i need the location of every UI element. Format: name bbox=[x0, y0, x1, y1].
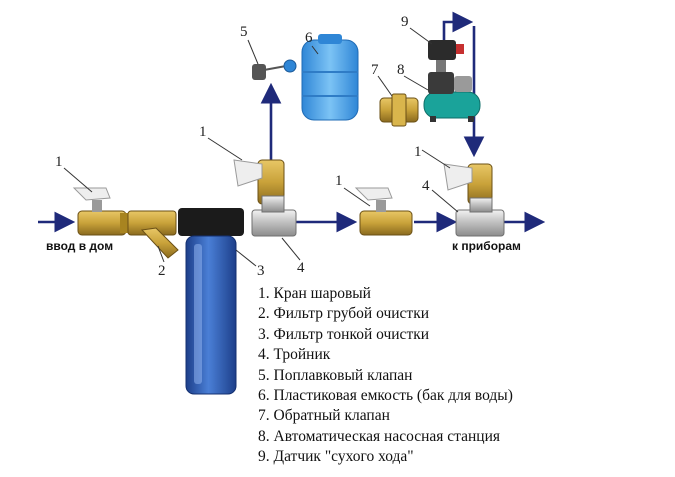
fine-filter-housing bbox=[178, 208, 244, 395]
callout-valve-left: 1 bbox=[55, 154, 63, 170]
callout-float-valve: 5 bbox=[240, 24, 248, 40]
callout-filter: 3 bbox=[257, 263, 265, 279]
callout-sensor: 9 bbox=[401, 14, 409, 30]
outlet-label: к приборам bbox=[452, 239, 521, 253]
dry-run-sensor bbox=[428, 40, 464, 72]
callout-strainer: 2 bbox=[158, 263, 166, 279]
leader-lines bbox=[63, 27, 459, 267]
legend-item: 9. Датчик "сухого хода" bbox=[258, 448, 414, 466]
legend-item: 7. Обратный клапан bbox=[258, 407, 390, 425]
ball-valve-right bbox=[443, 163, 493, 205]
float-valve bbox=[252, 59, 297, 80]
legend-item: 4. Тройник bbox=[258, 346, 331, 364]
coarse-strainer bbox=[127, 210, 179, 259]
callout-tank: 6 bbox=[305, 30, 313, 46]
legend-item: 6. Пластиковая емкость (бак для воды) bbox=[258, 387, 513, 405]
arrow-from-pump bbox=[442, 11, 474, 42]
inlet-label: ввод в дом bbox=[46, 239, 113, 253]
callout-valve-tee: 1 bbox=[199, 124, 207, 140]
callout-pump: 8 bbox=[397, 62, 405, 78]
legend-item: 8. Автоматическая насосная станция bbox=[258, 427, 501, 445]
tee-left bbox=[251, 195, 297, 237]
callout-check-valve: 7 bbox=[371, 62, 379, 78]
legend-item: 1. Кран шаровый bbox=[258, 285, 371, 302]
ball-valve-branch bbox=[233, 159, 285, 205]
callout-numbers: 1 2 3 4 1 5 6 7 8 9 1 1 4 bbox=[55, 14, 430, 279]
ball-valve-left bbox=[72, 187, 130, 236]
legend: 1. Кран шаровый 2. Фильтр грубой очистки… bbox=[258, 284, 513, 468]
water-tank bbox=[301, 34, 359, 121]
tee-right bbox=[455, 197, 505, 237]
check-valve bbox=[379, 93, 419, 127]
callout-tee-right: 4 bbox=[422, 178, 430, 194]
flow-arrows bbox=[38, 11, 546, 233]
legend-item: 3. Фильтр тонкой очистки bbox=[258, 325, 430, 343]
legend-item: 5. Поплавковый клапан bbox=[258, 366, 413, 384]
callout-valve-mid: 1 bbox=[335, 173, 343, 189]
ball-valve-mid bbox=[354, 187, 413, 236]
pump-station bbox=[423, 72, 481, 122]
callout-valve-right: 1 bbox=[414, 144, 422, 160]
legend-item: 2. Фильтр грубой очистки bbox=[258, 305, 430, 323]
callout-tee-left: 4 bbox=[297, 260, 305, 276]
